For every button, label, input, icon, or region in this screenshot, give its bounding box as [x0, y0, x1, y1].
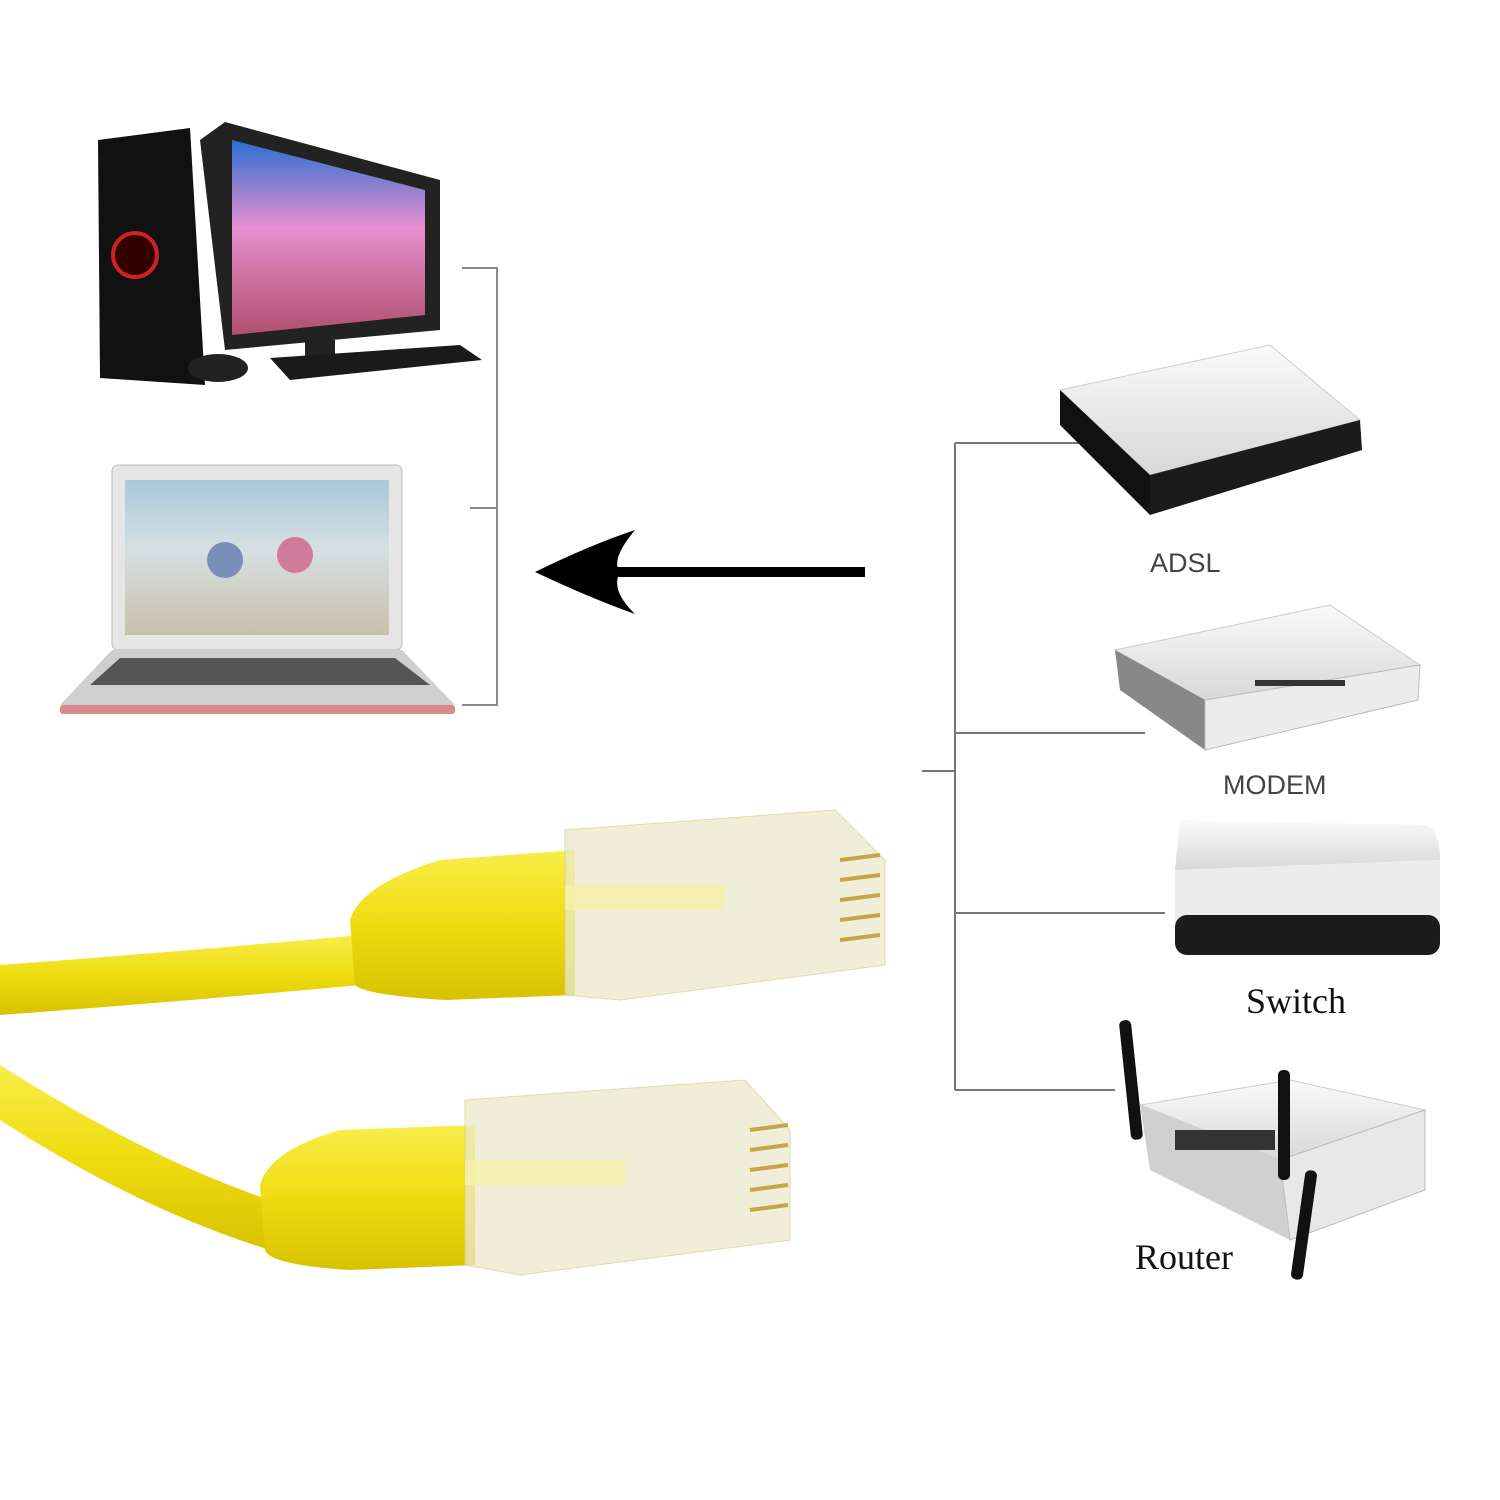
- switch-device-image: [1175, 820, 1440, 955]
- device-tree-lines: [922, 442, 1165, 1091]
- arrow-left-icon: [535, 530, 865, 614]
- ethernet-cable-connector-top: [0, 809, 886, 1015]
- desktop-computer-image: [98, 122, 482, 385]
- laptop-image: [60, 464, 455, 714]
- endpoint-bracket: [462, 267, 498, 706]
- ethernet-cable-connector-bottom: [0, 1065, 791, 1276]
- modem-label: MODEM: [1223, 770, 1327, 800]
- adsl-device-image: [1058, 344, 1362, 515]
- switch-label: Switch: [1246, 981, 1347, 1021]
- modem-device-image: [1113, 604, 1422, 751]
- adsl-label: ADSL: [1150, 548, 1221, 578]
- router-label: Router: [1135, 1237, 1233, 1277]
- router-device-image: [1119, 1020, 1427, 1280]
